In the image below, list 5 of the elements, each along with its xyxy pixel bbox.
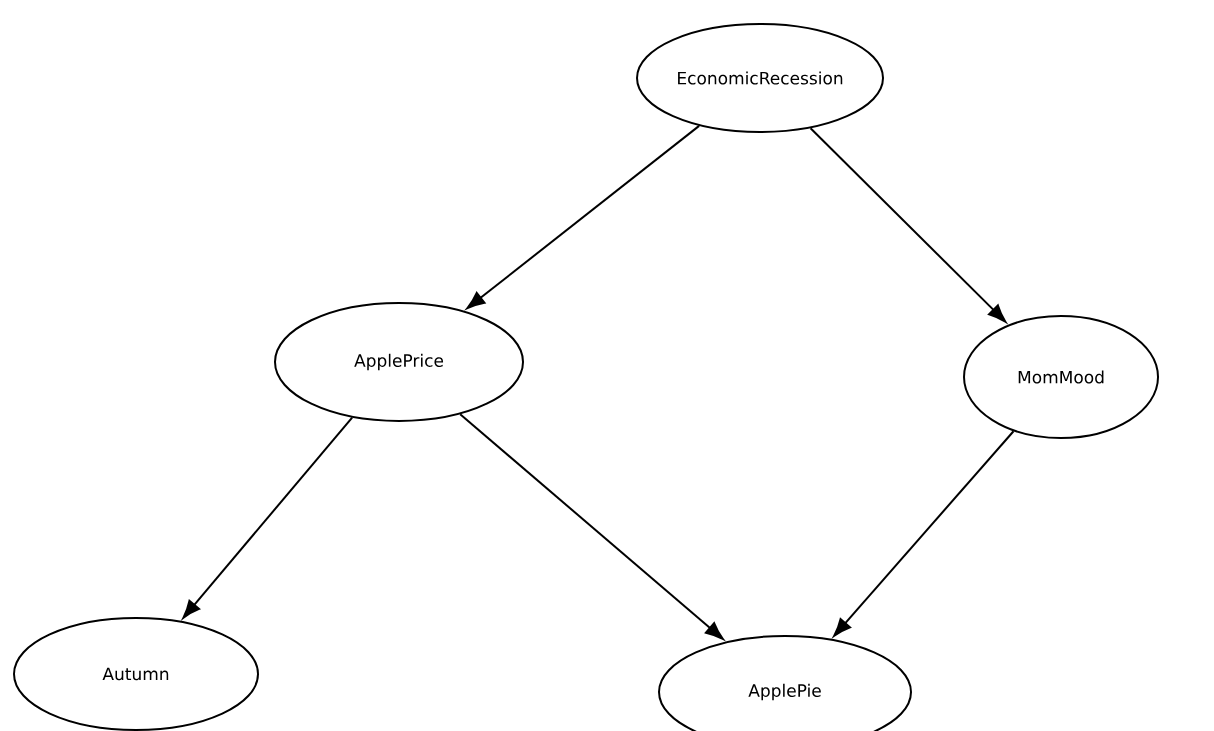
arrow	[459, 413, 724, 640]
arrow	[833, 430, 1015, 637]
arrow	[466, 124, 701, 310]
arrow	[809, 127, 1007, 323]
arrow	[182, 416, 354, 619]
